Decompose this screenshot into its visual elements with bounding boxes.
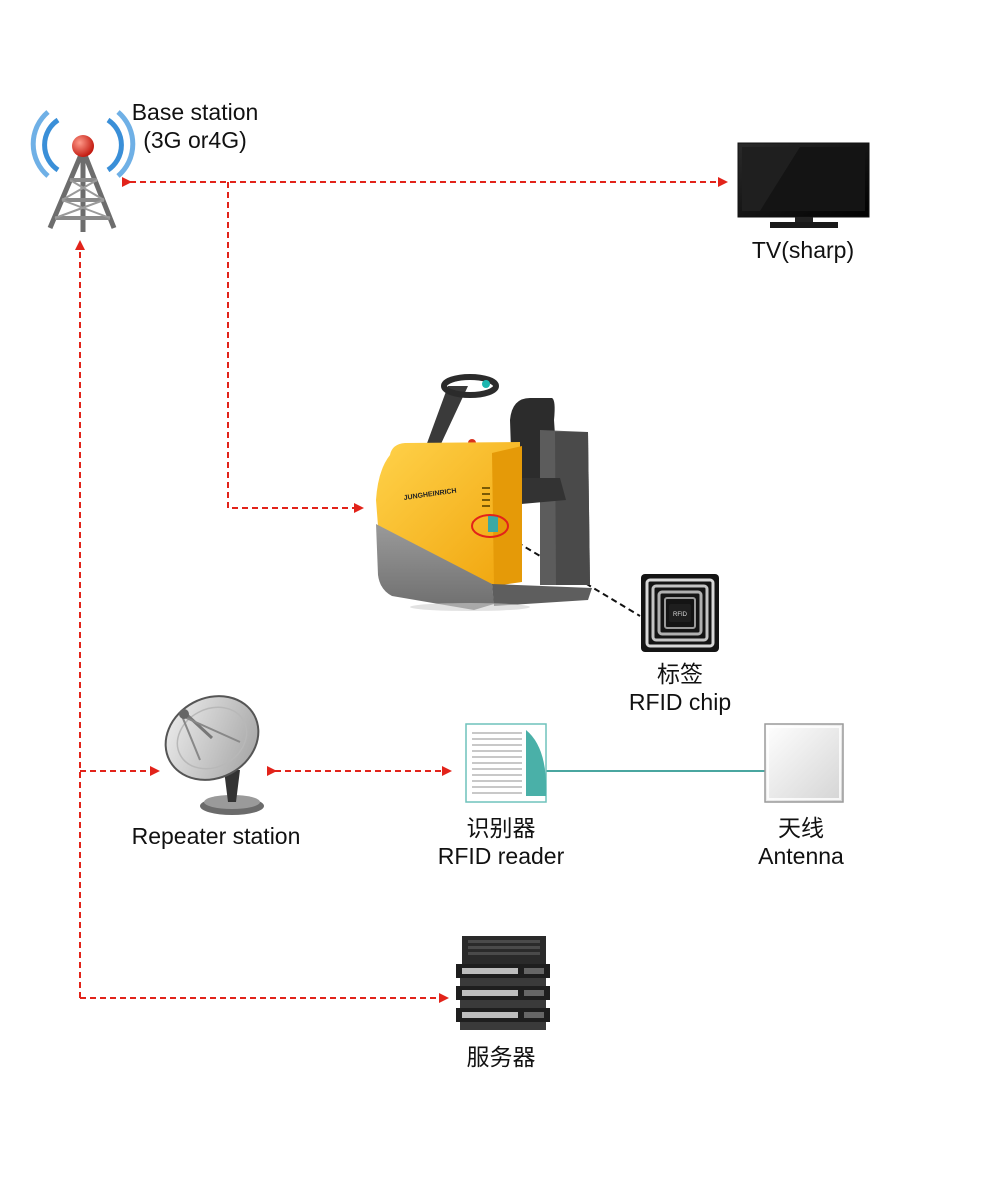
rfid-chip-icon: RFID	[641, 574, 719, 652]
antenna-name-cn: 天线	[778, 815, 824, 841]
server-label: 服务器	[466, 1044, 536, 1070]
repeater-label: Repeater station	[131, 823, 301, 849]
base-station-name: Base station	[131, 99, 259, 125]
rfid-reader-name-en: RFID reader	[437, 843, 565, 869]
rfid-chip-name-en: RFID chip	[628, 689, 732, 715]
server-icon	[456, 936, 550, 1030]
antenna-label: 天线 Antenna	[721, 814, 881, 870]
tv-label: TV(sharp)	[751, 237, 855, 263]
rfid-reader-name-cn: 识别器	[466, 815, 536, 841]
rfid-reader-icon	[465, 723, 547, 803]
forklift-icon: JUNGHEINRICH	[376, 374, 592, 611]
antenna-icon	[764, 723, 844, 803]
base-station-icon	[30, 110, 136, 232]
arrow-to-forklift	[227, 182, 364, 513]
antenna-name-en: Antenna	[758, 843, 844, 869]
base-station-sub: (3G or4G)	[143, 127, 247, 153]
rfid-chip-text: RFID	[673, 612, 688, 618]
rfid-reader-label: 识别器 RFID reader	[421, 814, 581, 870]
satellite-dish-icon	[164, 695, 264, 815]
base-station-label: Base station (3G or4G)	[115, 98, 275, 154]
connectors	[75, 177, 728, 1003]
rfid-chip-name-cn: 标签	[657, 661, 703, 687]
rfid-chip-label: 标签 RFID chip	[600, 660, 760, 716]
tv-icon	[737, 142, 870, 228]
